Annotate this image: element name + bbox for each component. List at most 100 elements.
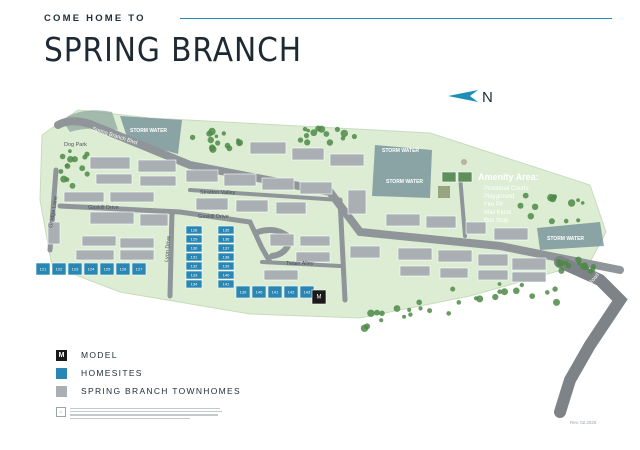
homesite-lot [251,285,267,299]
rock-springs-road [554,256,628,418]
tree [367,309,375,317]
townhome-block [299,181,333,195]
homesite-lot [185,252,203,262]
tree [207,136,214,144]
storm-water-area [372,145,432,198]
stratton-valley-label: Stratton Valley [200,190,236,196]
tree [224,142,231,149]
townhome-block [291,147,325,161]
lot-number: 128 [191,228,198,233]
tree [304,139,311,146]
homesite-lot [131,262,147,276]
tree [71,156,78,163]
townhome-swatch [56,385,67,397]
storm-water-label: STORM WATER [547,236,584,242]
lot-number: 139 [240,290,247,295]
homesite-lot [83,262,99,276]
legend-item-model: M MODEL [56,346,241,364]
gaskill-drive-label: Gaskill Drive [198,214,229,220]
tree [402,314,407,319]
amenity-item: Pickleball Courts [484,186,529,192]
lot-number: 125 [104,267,111,272]
homesite-lot [217,234,235,244]
tree-cluster [58,125,596,332]
tree [501,288,508,296]
tree [340,135,346,141]
tree [450,286,456,292]
storm-water-label: STORM WATER [382,148,419,154]
townhome-block [493,227,529,241]
townhome-block [63,191,105,203]
tree [591,264,596,269]
townhome-block [477,253,509,267]
townhome-block [437,249,473,263]
townhome-block [299,235,331,247]
equal-housing-icon: ⌂ [56,407,66,417]
townhome-block [511,271,547,283]
playground [438,186,450,198]
tree [326,139,334,146]
amenity-item: Playground [484,194,514,200]
homesite-lot [217,243,235,253]
tree [497,282,502,286]
amenity-item: Fire Pit [484,202,503,208]
tree [60,175,68,183]
tree [393,305,401,312]
revision-note: Rev. 02.2026 [570,420,597,425]
lot-number: 139 [223,264,230,269]
tree [407,307,412,312]
homesite-lot [67,262,83,276]
tree [64,163,69,168]
tree [581,262,588,269]
lot-number: 134 [191,282,198,287]
lot-number: 127 [136,267,143,272]
tree [68,149,72,154]
tree [340,129,348,138]
homesite-lot [115,262,131,276]
townhome-block [81,235,117,247]
fine-print-lines [70,407,222,423]
lot-number: 133 [191,273,198,278]
tree [315,125,322,132]
lot-number: 140 [223,273,230,278]
tree [189,134,196,141]
tree [306,128,311,133]
tree [551,194,557,200]
homesite-lot [267,285,283,299]
twain-alley-label: Twain Alley [286,261,314,267]
townhome-block [47,221,61,245]
tree [209,144,216,151]
lot-number: 123 [72,267,79,272]
spring-branch-blvd-road [54,117,624,274]
tree [548,218,555,225]
tree [236,138,240,143]
lot-number: 137 [223,246,230,251]
pickleball-court [441,171,457,183]
tree [237,141,242,146]
grudge-lane-label: Grudge Lane [48,196,59,229]
tree [379,318,384,323]
tree [575,256,582,263]
homesite-lot [235,285,251,299]
tree [58,169,64,174]
townhome-block [295,251,331,263]
page-title: SPRING BRANCH [44,30,302,69]
tree [527,213,534,220]
townhome-block [425,215,457,229]
tree [334,126,340,132]
homesite-swatch [56,367,67,379]
legend-label: SPRING BRANCH TOWNHOMES [81,386,241,396]
amenity-callout: Amenity Area: Pickleball Courts Playgrou… [478,172,539,224]
townhome-block [329,153,365,167]
lot-number: 122 [56,267,63,272]
tree [84,171,90,177]
homesite-lot [217,225,235,235]
tree [221,131,226,136]
tree [427,308,433,314]
tree [206,130,213,137]
tree [552,286,558,292]
lot-number: 131 [191,255,198,260]
lot-number: 141 [223,282,230,287]
townhome-block [385,213,421,227]
